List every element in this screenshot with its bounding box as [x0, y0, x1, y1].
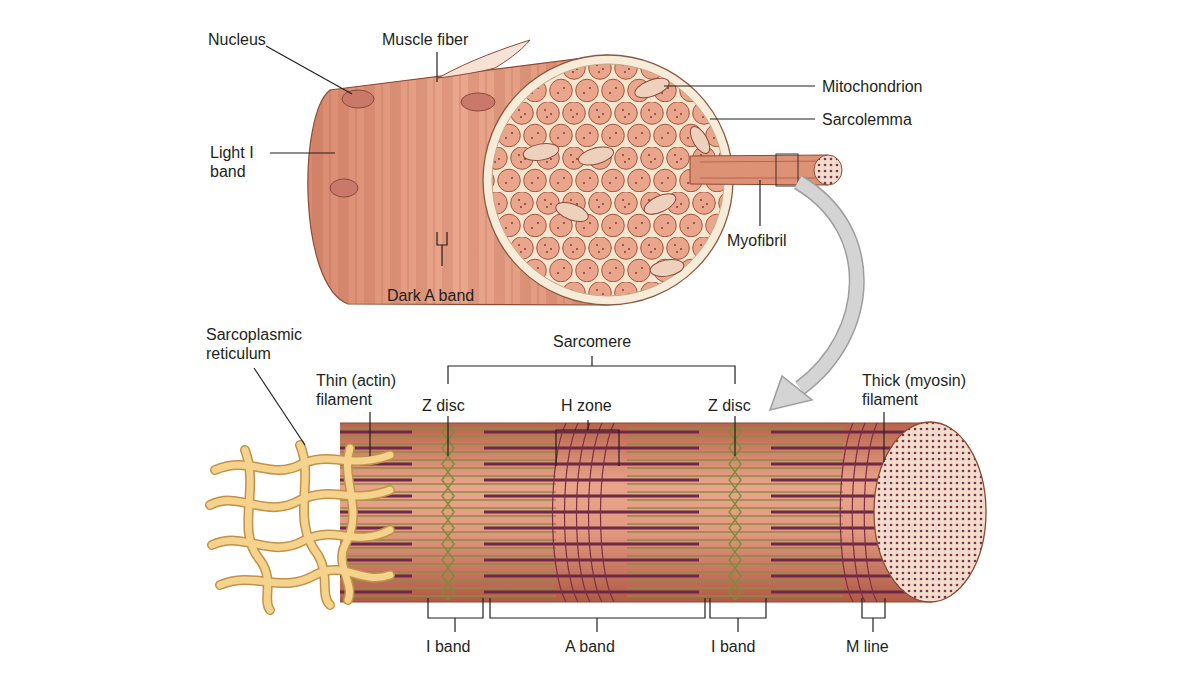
band-ring [852, 423, 865, 602]
part-label: Sarcoplasmic reticulum [206, 325, 318, 363]
arrow-shaft-outline [798, 182, 857, 388]
extracted-myofibril [690, 154, 842, 186]
arrow-head [770, 376, 812, 410]
leader-line [664, 85, 815, 86]
sarcoplasmic-reticulum [210, 445, 390, 610]
bracket [862, 598, 885, 632]
part-label: Myofibril [727, 231, 787, 250]
leader-lines [254, 46, 885, 632]
part-label: Sarcomere [553, 332, 631, 351]
bracket [437, 232, 447, 266]
mitochondrion-shape [522, 141, 560, 163]
leader-line [447, 416, 448, 456]
myofibril-body [340, 423, 932, 602]
part-label: Mitochondrion [822, 77, 923, 96]
filament-array [340, 424, 932, 600]
muscle-fiber [300, 40, 842, 310]
reticulum-tube [212, 530, 390, 547]
band-ring [840, 423, 853, 602]
leader-line [710, 118, 815, 119]
bracket [710, 598, 766, 632]
part-label: Nucleus [208, 30, 266, 49]
leader-line [270, 152, 335, 153]
part-label: Z disc [422, 396, 465, 415]
mitochondrion-shape [577, 144, 616, 169]
part-label: Z disc [708, 396, 751, 415]
part-label: Thin (actin) filament [316, 371, 412, 409]
leader-line [734, 416, 735, 456]
reticulum-tube [245, 450, 270, 610]
part-label: Thick (myosin) filament [862, 371, 974, 409]
mitochondrion-shape [686, 124, 713, 157]
myofibril-cross-section [874, 422, 986, 602]
arrow-shaft [798, 182, 857, 388]
bracket [428, 598, 483, 632]
mitochondrion-shape [553, 199, 590, 226]
h-zone-rings [553, 423, 878, 602]
leader-line [759, 180, 760, 226]
myofibril-end [814, 155, 842, 185]
part-label: Muscle fiber [382, 30, 468, 49]
reticulum-tube [342, 448, 353, 600]
reticulum-fill [210, 445, 390, 610]
reticulum-tube [210, 490, 390, 507]
mitochondrion-shape [649, 257, 685, 279]
nucleus-shape [342, 90, 374, 108]
part-label: I band [426, 637, 470, 656]
part-label: A band [565, 637, 615, 656]
reticulum-tube [245, 450, 270, 610]
leader-line [883, 412, 884, 462]
leader-line [266, 46, 352, 94]
reticulum-tube [300, 445, 330, 605]
reticulum-tube [212, 530, 390, 547]
myofibril-line [700, 161, 826, 162]
part-label: H zone [561, 396, 612, 415]
myofibril-edge [340, 422, 932, 423]
mitochondrion-shape [641, 190, 679, 219]
leader-line [254, 368, 305, 445]
part-label: Light I band [210, 143, 268, 181]
zoom-box [776, 154, 798, 186]
nucleus-shape [330, 179, 358, 197]
leader-line [436, 52, 437, 82]
reticulum-outline [210, 445, 390, 610]
myofibril-edge [340, 601, 932, 602]
myofibril-detail [340, 422, 986, 602]
leader-line [369, 412, 370, 456]
part-label: Sarcolemma [822, 110, 912, 129]
mitochondria [522, 74, 714, 279]
part-label: Dark A band [387, 286, 474, 305]
band-ring [601, 423, 615, 602]
myofibril-bundle [492, 64, 724, 296]
part-label: I band [711, 637, 755, 656]
nucleus-shape [461, 93, 495, 111]
zoom-arrow [770, 182, 857, 410]
reticulum-tube [220, 570, 390, 585]
mitochondrion-shape [632, 74, 671, 101]
reticulum-tube [342, 448, 353, 600]
part-label: M line [846, 637, 889, 656]
bracket [490, 598, 705, 632]
reticulum-tube [220, 570, 390, 585]
bracket [556, 420, 619, 466]
bracket [448, 356, 735, 384]
